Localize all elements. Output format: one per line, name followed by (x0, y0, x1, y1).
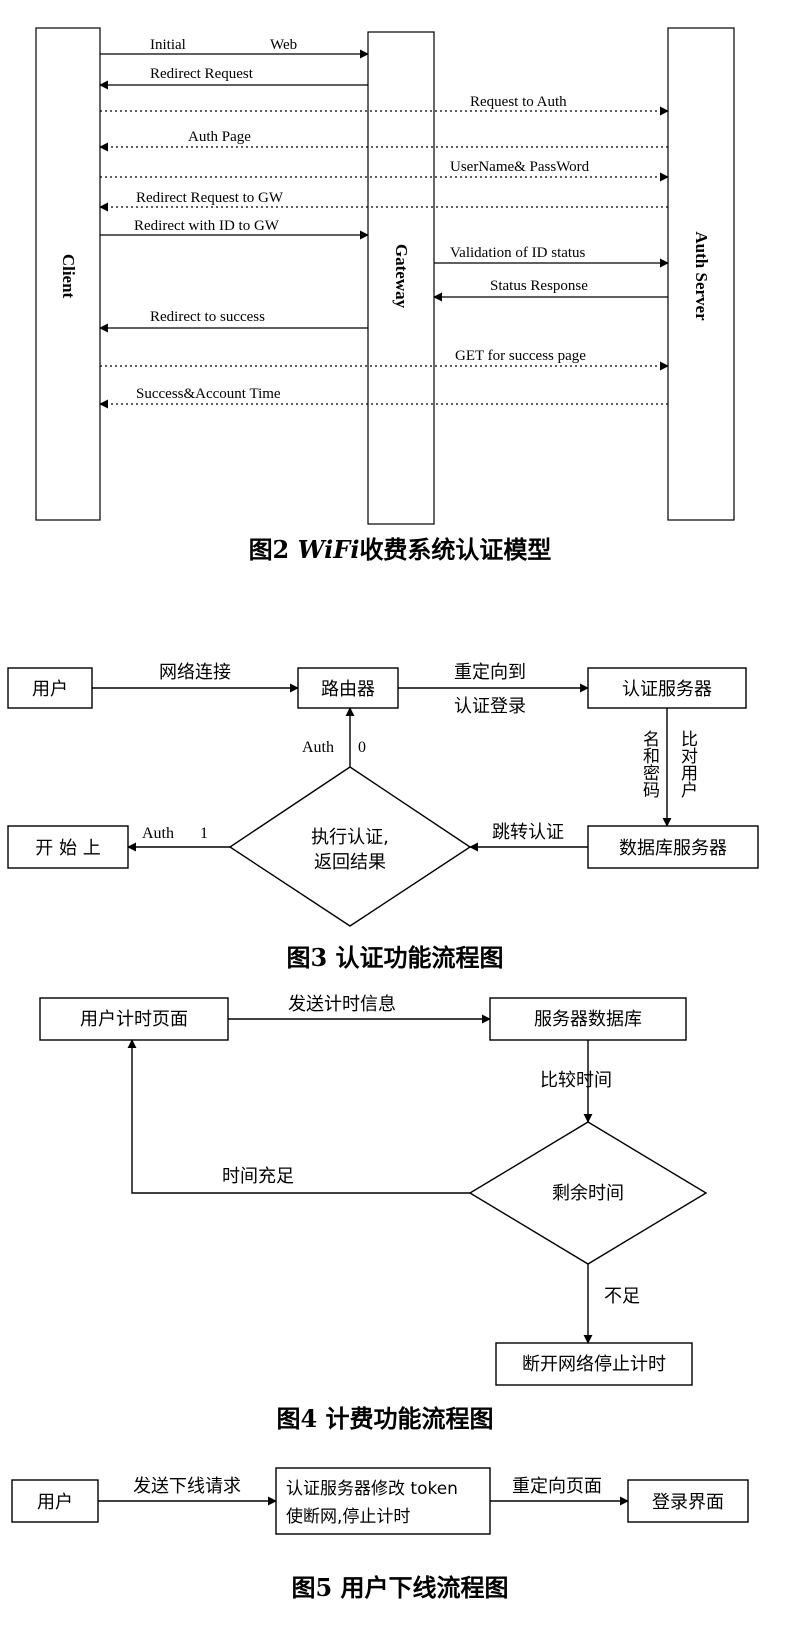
msg-label-success-account: Success&Account Time (136, 386, 281, 402)
msg-label-initial: Initial (150, 37, 186, 53)
msg-label-redirect-success: Redirect to success (150, 309, 265, 325)
client-lane (35, 27, 101, 521)
fig4-labels: 用户计时页面 服务器数据库 断开网络停止计时 发送计时信息 比较时间 时间充足 … (80, 994, 666, 1375)
box-user-offline-label: 用户 (37, 1492, 73, 1513)
edge-label-redirect-page: 重定向页面 (512, 1476, 602, 1497)
edge-label-redirect-1: 重定向到 (454, 662, 526, 683)
lane-label-gateway: Gateway (392, 244, 411, 309)
lane-label-client: Client (59, 254, 78, 299)
fig2-caption: 图2 WiFi收费系统认证模型 (249, 535, 552, 564)
edge-label-compare: 比较时间 (540, 1070, 612, 1091)
box-start-label: 开 始 上 (35, 838, 100, 859)
box-auth-modify-line-1: 认证服务器修改 token (286, 1479, 458, 1499)
edge-label-not-enough: 不足 (604, 1286, 640, 1307)
msg-label-username-password: UserName& PassWord (450, 159, 590, 175)
edge-label-one: 1 (200, 825, 208, 842)
box-user-offline (11, 1479, 99, 1523)
svg-text:图5 用户下线流程图: 图5 用户下线流程图 (291, 1573, 508, 1602)
box-user-label: 用户 (32, 679, 68, 700)
box-login-label: 登录界面 (652, 1492, 724, 1513)
box-auth-server-label: 认证服务器 (622, 679, 712, 700)
fig4-caption: 图4 计费功能流程图 (276, 1404, 493, 1433)
edge-label-jump: 跳转认证 (492, 822, 564, 843)
edge-label-auth0: Auth (302, 739, 334, 756)
fig4-caption-zh: 计费功能流程图 (326, 1404, 494, 1433)
fig3-flowchart (7, 667, 759, 927)
edge-label-offline: 发送下线请求 (133, 1476, 241, 1497)
msg-label-request-to-auth: Request to Auth (470, 94, 567, 110)
box-router (297, 667, 399, 709)
box-router-label: 路由器 (321, 679, 375, 700)
svg-text:图4 计费功能流程图: 图4 计费功能流程图 (276, 1404, 493, 1433)
edge-label-zero: 0 (358, 739, 366, 756)
box-db-server-label: 数据库服务器 (619, 838, 727, 859)
fig2-caption-zh: 收费系统认证模型 (359, 535, 551, 564)
vertical-label-left: 名和密码 (639, 730, 660, 799)
fig2-labels: Client Gateway Auth Server Initial Web R… (59, 37, 711, 402)
msg-label-web: Web (270, 37, 297, 53)
fig3-caption-zh: 认证功能流程图 (336, 943, 504, 972)
vertical-label-right: 比对用户 (677, 730, 698, 798)
box-timer-page-label: 用户计时页面 (80, 1009, 188, 1030)
edge-label-connect: 网络连接 (159, 662, 231, 683)
edge-label-redirect-2: 认证登录 (454, 696, 526, 717)
auth-server-lane (667, 27, 735, 521)
box-db-server (587, 825, 759, 869)
gateway-lane (367, 31, 435, 525)
fig2-caption-num: 图2 (249, 535, 290, 564)
box-user (7, 667, 93, 709)
decision-auth (228, 766, 472, 927)
edge-label-enough: 时间充足 (222, 1166, 294, 1187)
fig5-caption-zh: 用户下线流程图 (341, 1573, 509, 1602)
decision-line-2: 返回结果 (314, 852, 386, 873)
fig5-caption: 图5 用户下线流程图 (291, 1573, 508, 1602)
box-disconnect (495, 1342, 693, 1386)
msg-label-status-response: Status Response (490, 278, 588, 294)
box-auth-modify-line-2: 使断网,停止计时 (286, 1506, 410, 1527)
fig5-labels: 用户 认证服务器修改 token 使断网,停止计时 登录界面 发送下线请求 重定… (37, 1476, 724, 1527)
msg-label-redirect-to-gw: Redirect Request to GW (136, 190, 284, 206)
edge-label-send: 发送计时信息 (288, 994, 396, 1015)
box-start (7, 825, 129, 869)
fig2-caption-en: WiFi (298, 535, 360, 564)
svg-text:图3 认证功能流程图: 图3 认证功能流程图 (286, 943, 503, 972)
decision-remaining-label: 剩余时间 (552, 1183, 624, 1204)
msg-label-redirect-request: Redirect Request (150, 66, 254, 82)
fig3-caption: 图3 认证功能流程图 (286, 943, 503, 972)
fig5-caption-num: 图5 (291, 1573, 332, 1602)
box-server-db-label: 服务器数据库 (534, 1009, 642, 1030)
fig4-caption-num: 图4 (276, 1404, 317, 1433)
msg-label-get-success: GET for success page (455, 348, 586, 364)
svg-text:图2 WiFi收费系统认证模型: 图2 WiFi收费系统认证模型 (249, 535, 552, 564)
fig5-flowchart (11, 1467, 749, 1535)
edge-label-auth1: Auth (142, 825, 174, 842)
lane-label-auth-server: Auth Server (692, 231, 711, 321)
fig3-labels: 用户 路由器 认证服务器 数据库服务器 开 始 上 网络连接 重定向到 认证登录… (32, 662, 727, 873)
decision-line-1: 执行认证, (311, 827, 389, 848)
box-disconnect-label: 断开网络停止计时 (522, 1354, 666, 1375)
fig3-caption-num: 图3 (286, 943, 327, 972)
box-auth-modify (275, 1467, 491, 1535)
fig2-sequence-diagram (35, 27, 735, 525)
msg-label-validation: Validation of ID status (450, 245, 586, 261)
edge-enough (127, 1039, 470, 1194)
fig4-flowchart (39, 997, 708, 1386)
msg-label-auth-page: Auth Page (188, 129, 251, 145)
msg-label-redirect-with-id: Redirect with ID to GW (134, 218, 280, 234)
